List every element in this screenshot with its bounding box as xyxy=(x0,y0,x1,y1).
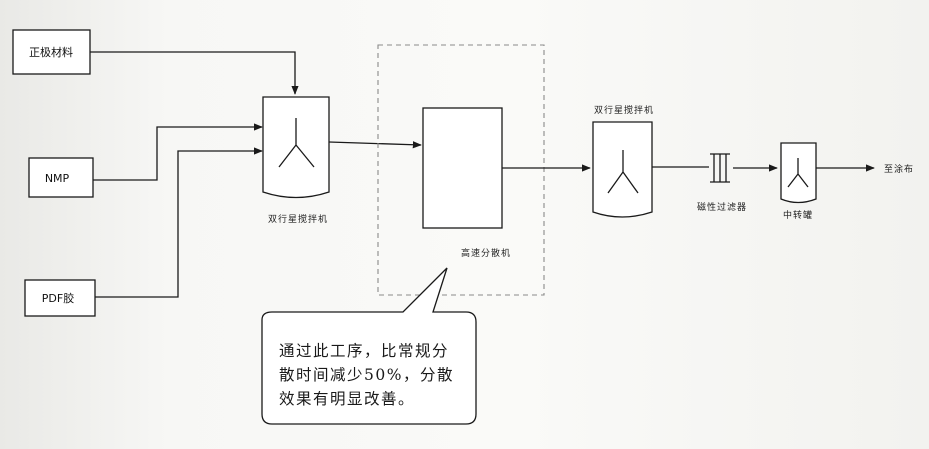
output-label: 至涂布 xyxy=(884,163,914,175)
arrow-mixer1-to-disperser xyxy=(328,141,422,149)
magnetic-filter xyxy=(710,153,730,183)
magnetic-filter-label: 磁性过滤器 xyxy=(697,201,747,213)
high-speed-disperser xyxy=(422,107,503,229)
arrow-nmp-to-mixer xyxy=(93,123,263,181)
transfer-tank xyxy=(780,142,817,204)
double-planetary-mixer-1 xyxy=(262,96,330,199)
mixer-1-label: 双行星搅拌机 xyxy=(268,213,328,225)
input-pdf-glue-label: PDF胶 xyxy=(42,291,74,305)
mixer-2-label: 双行星搅拌机 xyxy=(594,104,654,116)
mixer-1-agitator-icon xyxy=(278,118,315,168)
transfer-tank-agitator-icon xyxy=(787,158,809,188)
transfer-tank-label: 中转罐 xyxy=(783,209,813,221)
callout-line-2: 散时间减少50%，分散 xyxy=(279,366,454,384)
callout-line-1: 通过此工序，比常规分 xyxy=(279,342,449,360)
input-cathode-material: 正极材料 xyxy=(12,29,91,75)
input-nmp: NMP xyxy=(28,157,94,198)
mixer-2-agitator-icon xyxy=(607,150,639,194)
input-pdf-glue: PDF胶 xyxy=(24,279,96,317)
input-cathode-material-label: 正极材料 xyxy=(29,45,73,59)
arrow-cathode-to-mixer xyxy=(90,51,299,95)
high-speed-disperser-label: 高速分散机 xyxy=(461,247,511,259)
disperser-enclosure xyxy=(377,44,545,296)
callout-bubble xyxy=(261,267,477,425)
callout-line-3: 效果有明显改善。 xyxy=(279,390,415,408)
double-planetary-mixer-2 xyxy=(592,121,653,218)
input-nmp-label: NMP xyxy=(45,172,70,185)
arrow-pdf-to-mixer xyxy=(95,147,263,298)
